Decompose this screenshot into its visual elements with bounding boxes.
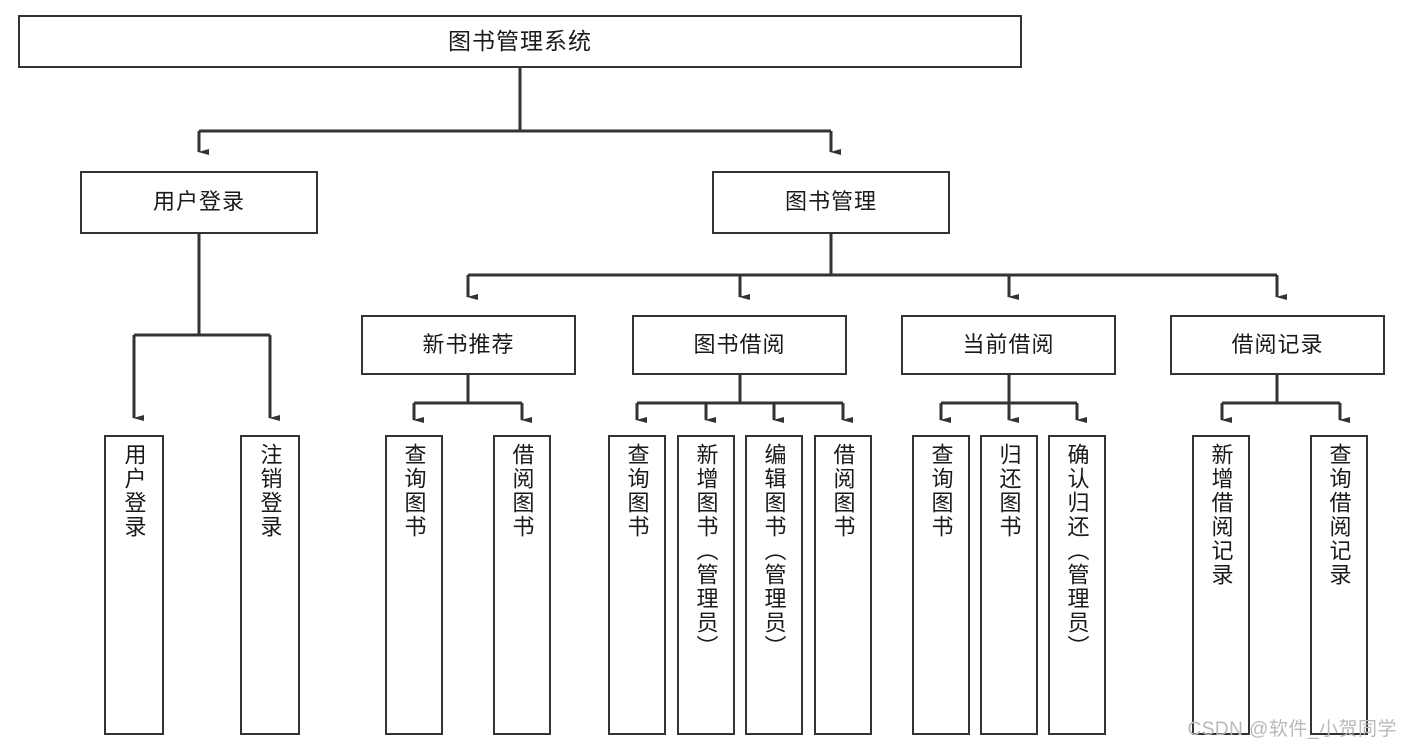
node-label: 新增借阅记录 (1208, 443, 1234, 587)
node-label: 借阅记录 (1231, 331, 1324, 357)
node-borrow-record[interactable]: 借阅记录 (1170, 315, 1385, 375)
node-new-book-recommend[interactable]: 新书推荐 (361, 315, 576, 375)
node-book-manage[interactable]: 图书管理 (712, 171, 950, 234)
node-label: 新增图书（管理员） (693, 443, 719, 659)
node-label: 新书推荐 (422, 331, 515, 357)
leaf-borrow-book-1[interactable]: 借阅图书 (493, 435, 551, 735)
leaf-query-book-2[interactable]: 查询图书 (608, 435, 666, 735)
leaf-add-book[interactable]: 新增图书（管理员） (677, 435, 735, 735)
node-label: 当前借阅 (962, 331, 1055, 357)
leaf-confirm-return[interactable]: 确认归还（管理员） (1048, 435, 1106, 735)
leaf-add-record[interactable]: 新增借阅记录 (1192, 435, 1250, 735)
node-label: 查询图书 (928, 443, 954, 539)
node-label: 归还图书 (996, 443, 1022, 539)
node-book-borrow[interactable]: 图书借阅 (632, 315, 847, 375)
node-root-book-management-system[interactable]: 图书管理系统 (18, 15, 1022, 68)
leaf-query-book-1[interactable]: 查询图书 (385, 435, 443, 735)
node-label: 注销登录 (257, 443, 283, 539)
node-label: 图书借阅 (693, 331, 786, 357)
leaf-return-book[interactable]: 归还图书 (980, 435, 1038, 735)
node-label: 确认归还（管理员） (1064, 443, 1090, 659)
leaf-query-book-3[interactable]: 查询图书 (912, 435, 970, 735)
leaf-logout-login[interactable]: 注销登录 (240, 435, 300, 735)
node-label: 查询图书 (401, 443, 427, 539)
node-label: 图书管理 (784, 189, 877, 215)
node-label: 查询借阅记录 (1326, 443, 1352, 587)
node-label: 编辑图书（管理员） (761, 443, 787, 659)
leaf-user-login[interactable]: 用户登录 (104, 435, 164, 735)
leaf-edit-book[interactable]: 编辑图书（管理员） (745, 435, 803, 735)
node-current-borrow[interactable]: 当前借阅 (901, 315, 1116, 375)
node-label: 图书管理系统 (448, 27, 592, 54)
node-label: 借阅图书 (509, 443, 535, 539)
node-label: 借阅图书 (830, 443, 856, 539)
leaf-query-record[interactable]: 查询借阅记录 (1310, 435, 1368, 735)
node-label: 用户登录 (152, 189, 245, 215)
node-label: 用户登录 (121, 443, 147, 539)
node-label: 查询图书 (624, 443, 650, 539)
node-user-login[interactable]: 用户登录 (80, 171, 318, 234)
leaf-borrow-book-2[interactable]: 借阅图书 (814, 435, 872, 735)
